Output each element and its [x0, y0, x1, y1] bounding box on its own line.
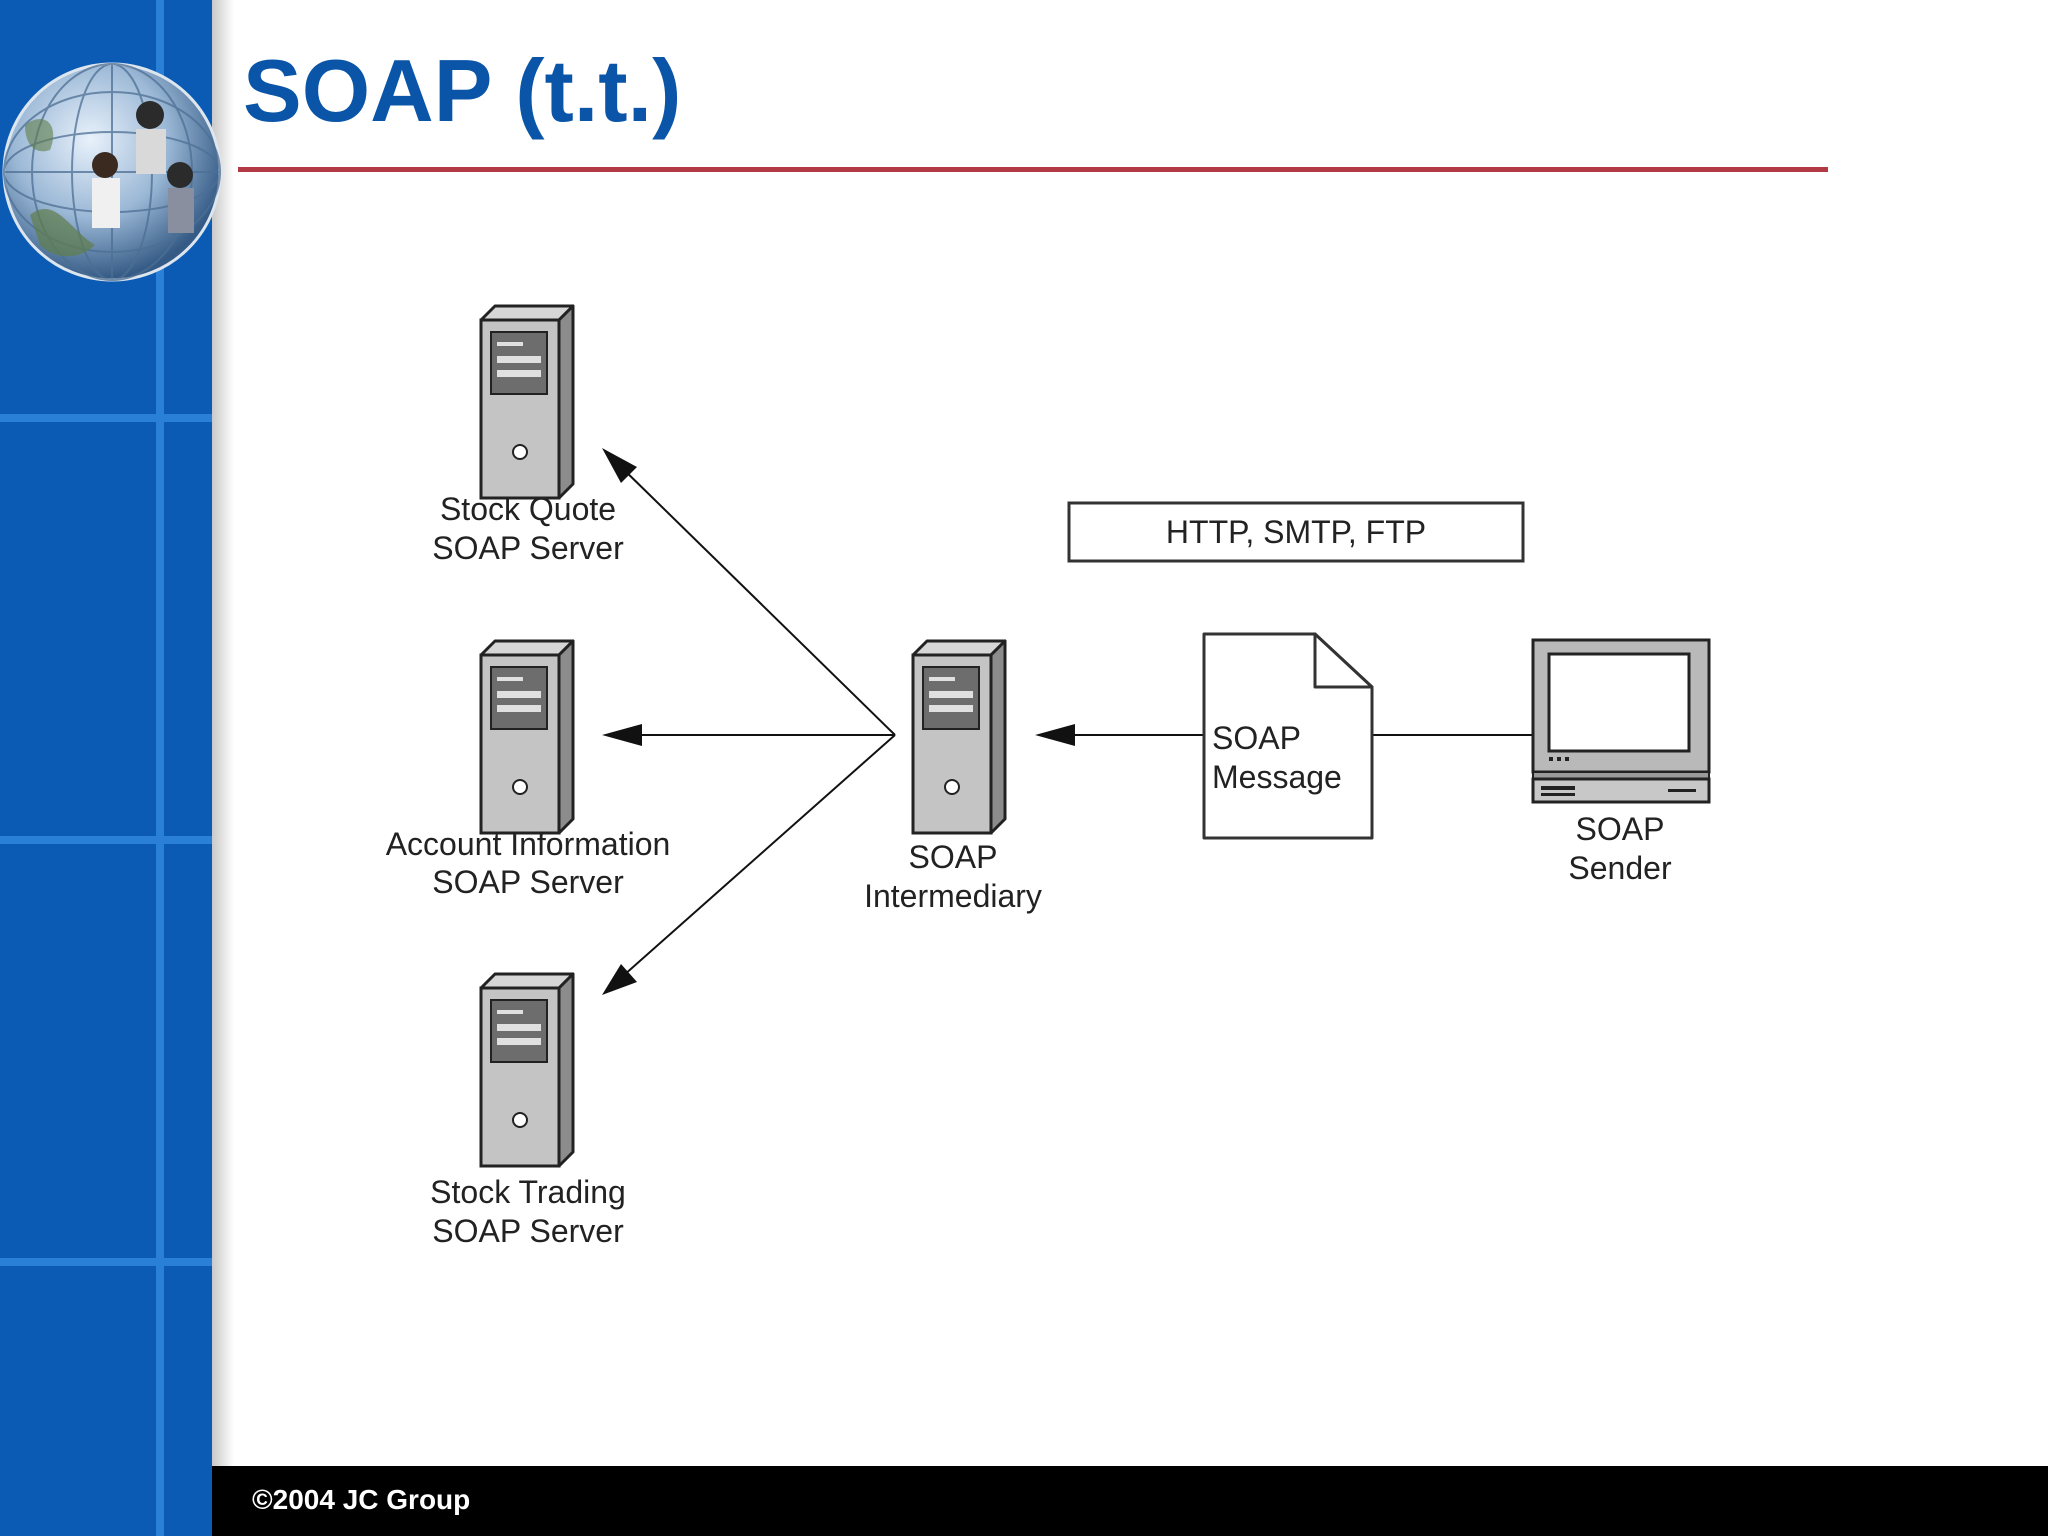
- stock-quote-server-name: Stock Quote: [440, 491, 616, 527]
- account-information-server-name: Account Information: [386, 826, 671, 862]
- stock-quote-server-icon: [479, 304, 575, 500]
- soap-sender-label-line2: Sender: [1568, 850, 1672, 886]
- soap-sender-label-line1: SOAP: [1576, 811, 1665, 847]
- stock-trading-server-role: SOAP Server: [432, 1213, 624, 1249]
- arrow-to-stock-quote: [614, 460, 896, 736]
- fan-out-arrows: [614, 460, 1533, 984]
- arrow-to-stock-trading: [614, 734, 896, 984]
- page-title: SOAP (t.t.): [243, 41, 682, 140]
- arrowhead-intermediary: [1035, 724, 1075, 746]
- stock-quote-server-role: SOAP Server: [432, 530, 624, 566]
- account-information-server-role: SOAP Server: [432, 864, 624, 900]
- footer-bar: ©2004 JC Group: [212, 1466, 2048, 1536]
- protocols-box: [1067, 501, 1525, 563]
- arrowhead-stock-quote: [602, 448, 637, 483]
- arrowhead-account-information: [602, 724, 642, 746]
- soap-message-label-line2: Message: [1212, 759, 1342, 795]
- globe-logo-icon: [2, 62, 222, 282]
- arrowheads: [602, 448, 1075, 995]
- stock-trading-server-name: Stock Trading: [430, 1174, 626, 1210]
- soap-message-label-line1: SOAP: [1212, 720, 1301, 756]
- arrowhead-stock-trading: [602, 964, 637, 995]
- soap-message-document-icon: [1202, 632, 1374, 840]
- stock-trading-server-icon: [479, 972, 575, 1168]
- sidebar-shadow: [212, 0, 234, 1466]
- title-divider: [238, 167, 1828, 172]
- account-information-server-icon: [479, 639, 575, 835]
- soap-intermediary-server-icon: [911, 639, 1007, 835]
- protocols-label: HTTP, SMTP, FTP: [1166, 514, 1426, 550]
- intermediary-label-line2: Intermediary: [864, 878, 1042, 914]
- soap-sender-computer-icon: [1531, 638, 1711, 804]
- copyright-text: ©2004 JC Group: [252, 1484, 471, 1515]
- intermediary-label-line1: SOAP: [909, 839, 998, 875]
